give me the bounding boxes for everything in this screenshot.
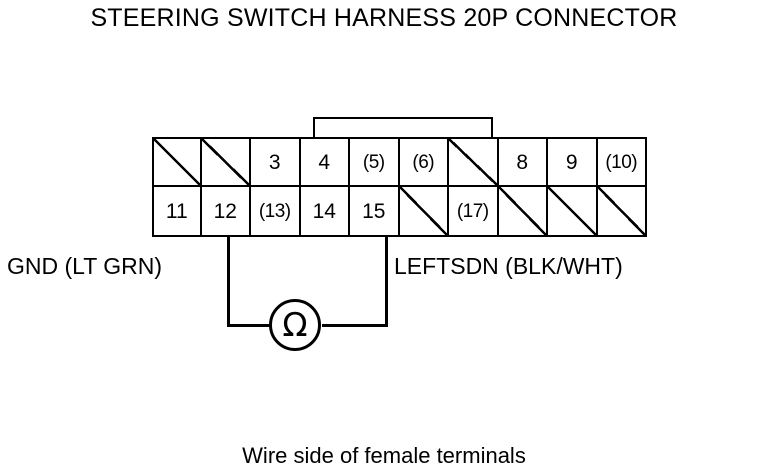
page-title: STEERING SWITCH HARNESS 20P CONNECTOR (90, 4, 678, 32)
omega-symbol: Ω (282, 304, 308, 344)
connector-top-row: 3 4 (5) (6) 8 9 (10) (152, 137, 647, 187)
connector-pin-17: (17) (449, 187, 499, 237)
pin-number-label: 4 (318, 150, 331, 174)
connector-pin-13: (13) (251, 187, 301, 237)
connector-pin-14: 14 (300, 187, 350, 237)
connector-pin-5: (5) (350, 137, 400, 187)
test-lead-right-vertical (385, 237, 388, 326)
pin-number-label: 11 (165, 199, 188, 223)
bottom-row-unused-cell-9 (548, 187, 598, 237)
connector-pin-grid: 3 4 (5) (6) 8 9 (10) 11 12 (13) 14 15 (17) (152, 137, 647, 237)
top-row-unused-cell-7 (449, 137, 499, 187)
connector-pin-10: (10) (597, 137, 647, 187)
connector-pin-3: 3 (251, 137, 301, 187)
left-terminal-label: GND (LT GRN) (7, 253, 163, 279)
pin-number-label: (6) (412, 151, 435, 173)
pin-number-label: 3 (268, 150, 281, 174)
connector-pin-15: 15 (350, 187, 400, 237)
test-lead-left-horizontal (227, 324, 272, 327)
pin-number-label: (10) (605, 151, 638, 173)
top-row-unused-cell-1 (152, 137, 202, 187)
bottom-row-unused-cell-8 (498, 187, 548, 237)
bottom-row-unused-cell-10 (597, 187, 647, 237)
connector-pin-8: 8 (498, 137, 548, 187)
pin-number-label: (13) (258, 200, 291, 222)
pin-number-label: 12 (213, 199, 237, 223)
connector-pin-9: 9 (548, 137, 598, 187)
connector-locking-tab (313, 117, 493, 139)
connector-pin-6: (6) (399, 137, 449, 187)
pin-number-label: 15 (362, 199, 386, 223)
connector-bottom-row: 11 12 (13) 14 15 (17) (152, 187, 647, 237)
pin-number-label: 14 (312, 199, 336, 223)
connector-pin-4: 4 (300, 137, 350, 187)
pin-number-label: 9 (565, 150, 578, 174)
test-lead-right-horizontal (322, 324, 388, 327)
connector-pin-11: 11 (152, 187, 202, 237)
pin-number-label: (5) (362, 151, 385, 173)
test-lead-left-vertical (227, 237, 230, 326)
connector-pin-12: 12 (201, 187, 251, 237)
pin-number-label: 8 (516, 150, 529, 174)
top-row-unused-cell-2 (201, 137, 251, 187)
pin-number-label: (17) (456, 200, 489, 222)
bottom-row-unused-cell-6 (399, 187, 449, 237)
diagram-caption: Wire side of female terminals (242, 443, 526, 468)
ohmmeter-icon: Ω (269, 299, 321, 351)
right-terminal-label: LEFTSDN (BLK/WHT) (394, 253, 623, 279)
